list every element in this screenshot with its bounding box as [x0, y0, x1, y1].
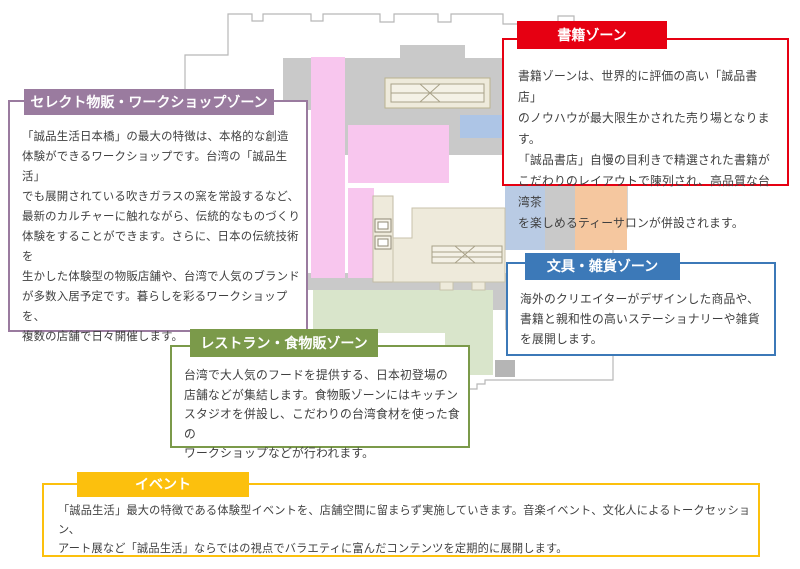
callout-restaurant-zone: レストラン・食物販ゾーン 台湾で大人気のフードを提供する、日本初登場の 店舗など…	[170, 329, 470, 460]
callout-restaurant-body: 台湾で大人気のフードを提供する、日本初登場の 店舗などが集結します。食物販ゾーン…	[184, 368, 460, 460]
corridor-bottom-steps	[495, 360, 515, 377]
callout-books-zone: 書籍ゾーン 書籍ゾーンは、世界的に評価の高い「誠品書店」 のノウハウが最大限生か…	[502, 21, 789, 230]
callout-stationery-body: 海外のクリエイターがデザインした商品や、 書籍と親和性の高いステーショナリーや雑…	[520, 292, 760, 346]
callout-books-title: 書籍ゾーン	[517, 21, 667, 49]
zone-select-pink-block	[348, 125, 449, 183]
zone-select-pink-strip2	[348, 188, 374, 278]
escalator-top-block	[384, 77, 491, 109]
callout-restaurant-title: レストラン・食物販ゾーン	[190, 329, 378, 357]
callout-event-body: 「誠品生活」最大の特徴である体験型イベントを、店舗空間に留まらず実施していきます…	[58, 505, 751, 555]
zone-select-pink-strip	[311, 57, 345, 278]
callout-stationery-zone: 文具・雑貨ゾーン 海外のクリエイターがデザインした商品や、 書籍と親和性の高いス…	[506, 253, 776, 356]
callout-books-body: 書籍ゾーンは、世界的に評価の高い「誠品書店」 のノウハウが最大限生かされた売り場…	[518, 69, 771, 230]
callout-select-goods-zone: セレクト物販・ワークショップゾーン 「誠品生活日本橋」の最大の特徴は、本格的な創…	[8, 89, 308, 343]
callout-stationery-title: 文具・雑貨ゾーン	[525, 253, 680, 280]
building-outline	[184, 13, 628, 398]
callout-select-goods-body: 「誠品生活日本橋」の最大の特徴は、本格的な創造 体験ができるワークショップです。…	[22, 131, 301, 343]
zone-stationery-blue-small	[460, 115, 503, 138]
callout-event: イベント 「誠品生活」最大の特徴である体験型イベントを、店舗空間に留まらず実施し…	[42, 472, 760, 557]
elevator-column	[372, 195, 394, 283]
callout-event-title: イベント	[77, 472, 249, 497]
callout-select-goods-title: セレクト物販・ワークショップゾーン	[24, 89, 274, 115]
facility-blocks	[372, 77, 506, 291]
escalator-center-block	[392, 207, 506, 291]
